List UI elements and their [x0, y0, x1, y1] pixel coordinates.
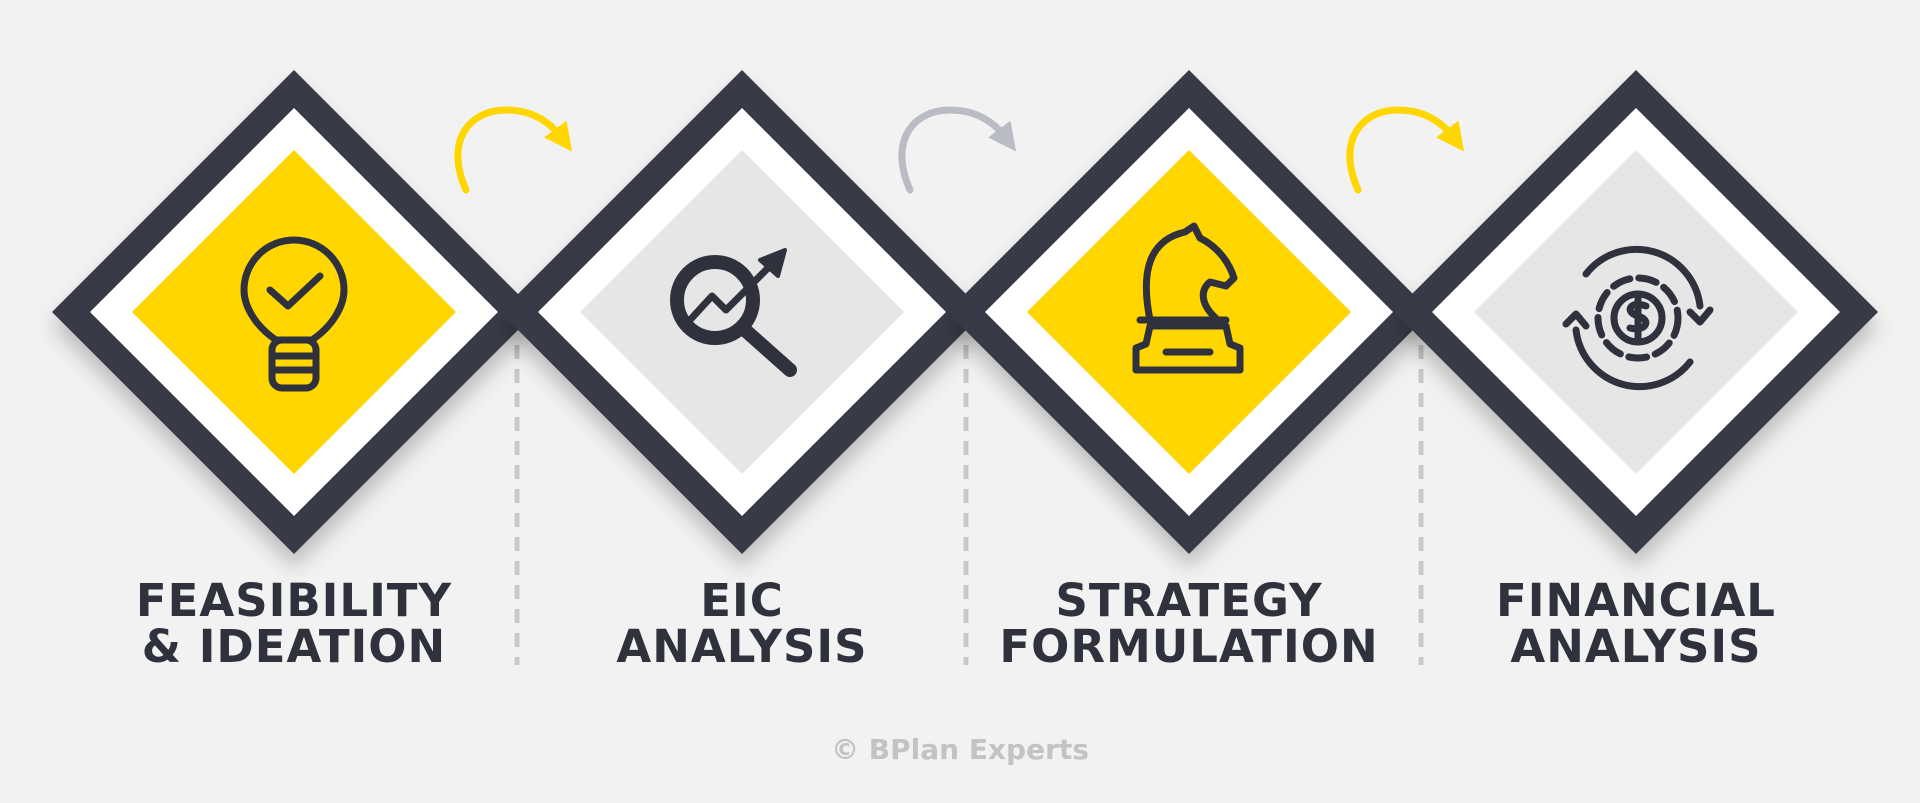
step-4-label-line2: ANALYSIS — [1510, 620, 1762, 673]
step-1-label-line1: FEASIBILITY — [135, 574, 453, 627]
arrow-3-to-4 — [1346, 106, 1465, 194]
step-4-label-line1: FINANCIAL — [1496, 574, 1776, 627]
step-1-label-line2: & IDEATION — [141, 620, 447, 673]
step-3-diamond — [947, 70, 1431, 554]
arrow-1-to-2 — [454, 106, 573, 194]
step-2-label-line1: EIC — [700, 574, 784, 627]
gear-dollar-cycle-icon — [1562, 245, 1714, 391]
step-3-label-line1: STRATEGY — [1055, 574, 1323, 627]
step-4-label: FINANCIAL ANALYSIS — [1446, 578, 1826, 670]
step-2-diamond — [500, 70, 984, 554]
magnifier-growth-chart-icon — [670, 248, 797, 377]
step-2-label-line2: ANALYSIS — [616, 620, 868, 673]
lightbulb-check-icon — [240, 236, 348, 392]
arrow-2-to-3 — [898, 106, 1017, 194]
step-3-label: STRATEGY FORMULATION — [999, 578, 1379, 670]
step-1-label: FEASIBILITY & IDEATION — [104, 578, 484, 670]
step-3-label-line2: FORMULATION — [999, 620, 1379, 673]
chess-knight-icon — [1132, 222, 1244, 374]
step-2-label: EIC ANALYSIS — [552, 578, 932, 670]
copyright-text: © BPlan Experts — [831, 733, 1089, 766]
step-1-diamond — [52, 70, 536, 554]
